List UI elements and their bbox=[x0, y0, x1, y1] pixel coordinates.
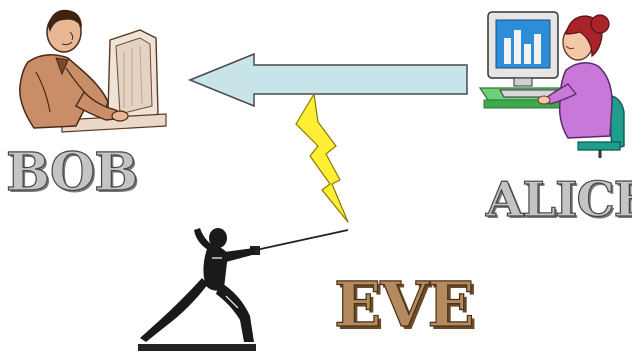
alice-label: ALICE bbox=[486, 172, 632, 228]
fencer-icon bbox=[136, 224, 350, 352]
woman-at-computer-icon bbox=[474, 4, 630, 160]
bob-label: BOB bbox=[6, 142, 137, 203]
man-at-computer-icon bbox=[6, 2, 168, 140]
eve-label: EVE bbox=[334, 268, 474, 341]
lightning-bolt-icon bbox=[294, 92, 354, 226]
